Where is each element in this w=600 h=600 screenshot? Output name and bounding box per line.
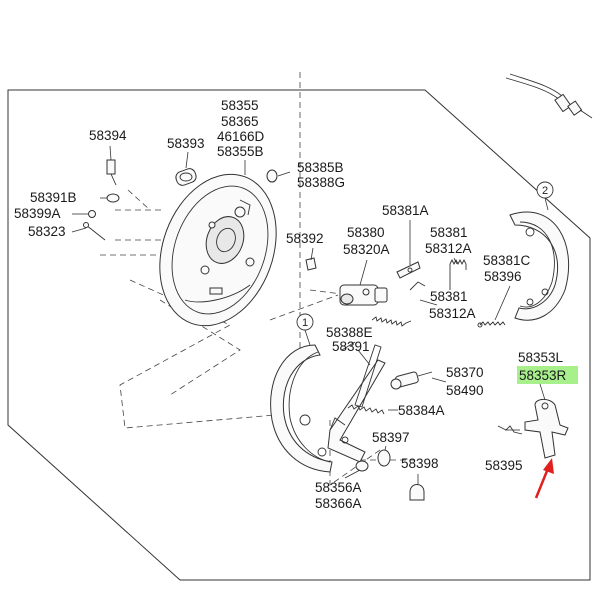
spring-58384a	[347, 404, 385, 415]
callout-58392: 58392	[286, 231, 324, 246]
callout-58395: 58395	[485, 458, 523, 473]
callout-58398: 58398	[401, 456, 439, 471]
spring-58381-mid	[371, 281, 426, 327]
parking-cable	[505, 73, 593, 119]
callout-58353r: 58353R	[519, 368, 567, 383]
callout-labels: 58394 58393 58355 58365 46166D 58355B 58…	[14, 98, 567, 511]
callout-58396: 58396	[484, 269, 522, 284]
nut-58399a	[88, 210, 96, 218]
callout-58381-mid: 58381	[430, 289, 468, 304]
callout-58356a: 58356A	[315, 480, 362, 495]
circled-number-1-text: 1	[302, 317, 308, 329]
cap-58398	[409, 484, 425, 501]
clip-58356a	[355, 460, 369, 472]
leader-lines	[71, 145, 546, 484]
callout-58370: 58370	[446, 365, 484, 380]
callout-58381a: 58381A	[382, 203, 429, 218]
pin-58323	[83, 222, 106, 241]
red-arrow-icon	[534, 458, 554, 499]
spring-58381a	[396, 261, 421, 279]
diagram-frame	[7, 89, 591, 581]
callout-58384a: 58384A	[398, 403, 445, 418]
callout-58365: 58365	[221, 114, 259, 129]
brake-shoe-2	[509, 211, 569, 321]
brake-shoe-1	[270, 344, 333, 473]
adjuster-58370	[390, 371, 433, 390]
callout-58397: 58397	[372, 430, 410, 445]
callout-58399a: 58399A	[14, 206, 61, 221]
callout-58366a: 58366A	[315, 496, 362, 511]
pin-58395	[497, 425, 523, 435]
wheel-cylinder-58380	[339, 284, 388, 306]
callout-58355: 58355	[221, 98, 259, 113]
plug-58393	[175, 168, 197, 186]
callout-58391b: 58391B	[30, 190, 77, 205]
callout-58391: 58391	[332, 339, 370, 354]
spring-58396	[477, 321, 506, 328]
washer-58385b	[266, 169, 278, 183]
backing-plate	[159, 173, 277, 327]
lever-58353r	[524, 398, 569, 459]
callout-58323: 58323	[28, 224, 66, 239]
parking-lever	[327, 359, 386, 463]
callout-58355b: 58355B	[217, 144, 264, 159]
callout-58388e: 58388E	[326, 325, 373, 340]
callout-58320a: 58320A	[343, 242, 390, 257]
callout-58394: 58394	[89, 128, 127, 143]
callout-58312a-mid: 58312A	[429, 306, 476, 321]
callout-58381-top: 58381	[430, 225, 468, 240]
callout-58312a-top: 58312A	[425, 241, 472, 256]
callout-58393: 58393	[167, 136, 205, 151]
callout-46166d: 46166D	[217, 129, 265, 144]
callout-58388g: 58388G	[297, 175, 345, 190]
callout-58353l: 58353L	[518, 350, 564, 365]
callout-58381c: 58381C	[483, 253, 531, 268]
circled-number-2-text: 2	[542, 185, 548, 197]
pin-58397	[377, 449, 391, 467]
strut-58391	[354, 344, 382, 408]
highlight-58353r	[517, 366, 578, 384]
callout-58490: 58490	[446, 383, 484, 398]
clip-58391b	[106, 193, 120, 203]
bolt-58394	[106, 159, 117, 186]
spring-58312a-top	[449, 258, 467, 290]
callout-58385b: 58385B	[297, 160, 344, 175]
callout-58380: 58380	[347, 225, 385, 240]
